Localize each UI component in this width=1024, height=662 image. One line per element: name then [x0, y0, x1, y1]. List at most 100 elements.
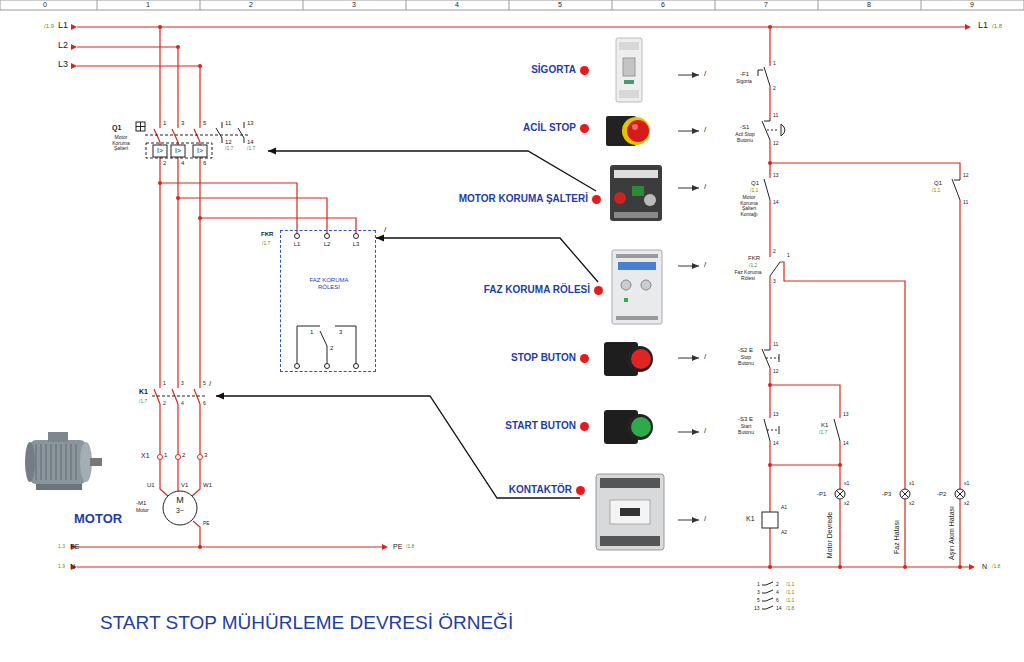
contact-symbols [779, 354, 780, 434]
red-dot [576, 486, 585, 495]
label-text: 9 [970, 1, 974, 9]
label-text: -P2 [937, 491, 946, 498]
label-text: Faz Koruma Rölesi [734, 270, 762, 281]
label-text: /1.9 [44, 23, 54, 30]
power-wires [77, 27, 969, 567]
emergency-stop-photo [632, 124, 638, 130]
component-label: KONTAKTÖR [507, 482, 588, 498]
node-heading: K1 [139, 388, 148, 396]
relay-box: FKRFAZ KORUMA RÖLESİ [280, 230, 376, 372]
contact-symbols [952, 178, 960, 200]
emergency-stop-photo [606, 116, 650, 146]
leader-arrows [678, 75, 699, 76]
label-text: /1.1 [932, 188, 940, 194]
contact-symbols [354, 234, 359, 239]
junction-dots [768, 161, 772, 165]
label-text: 1 [146, 1, 150, 9]
label-text: 14 [773, 441, 779, 447]
motor-breaker-photo [610, 165, 662, 221]
contact-symbols [770, 262, 780, 276]
label-text: 14 [773, 200, 779, 206]
component-name: ACİL STOP [523, 122, 576, 134]
label-text: U1 [147, 482, 155, 489]
stop-button-photo [627, 346, 653, 372]
contact-symbols [176, 455, 181, 460]
label-text: 0 [43, 1, 47, 9]
phase-relay-photo [641, 280, 651, 290]
label-text: 2 [330, 345, 333, 352]
breaker-photo [623, 58, 635, 76]
power-wires [192, 66, 200, 496]
label-text: /1.8 [786, 606, 794, 612]
label-text: / [704, 183, 706, 192]
connector-arrow [216, 396, 580, 498]
start-button-photo [604, 410, 653, 444]
label-text: 13 [754, 606, 760, 612]
label-text: Motor Koruma Şalteri Kontağı [736, 195, 762, 217]
label-text: /1.2 [749, 263, 757, 269]
label-text: W1 [203, 482, 212, 489]
junction-dots [158, 25, 162, 29]
junction-dots [903, 565, 907, 569]
motor-breaker-photo [614, 212, 658, 218]
emergency-stop-photo [622, 117, 650, 145]
leader-arrows [678, 266, 699, 267]
label-text: 5 [558, 1, 562, 9]
contact-symbols [171, 145, 185, 157]
motor-breaker-photo [632, 186, 644, 196]
motor-breaker-photo [610, 165, 662, 221]
label-text: 3 [773, 279, 776, 285]
label-text: 3 [204, 452, 207, 459]
label-text: A1 [781, 505, 787, 511]
label-text: 4 [181, 401, 184, 407]
label-text: /1.1 [786, 582, 794, 588]
stop-button-photo [604, 342, 653, 376]
label-text: 13 [773, 412, 779, 418]
label-text: x1 [909, 481, 914, 487]
breaker-symbol: Q1Motor Koruma Şalteri [106, 118, 268, 168]
wire-arrowheads [382, 24, 975, 570]
label-text: 6 [203, 160, 206, 167]
label-text: 14 [776, 606, 782, 612]
label-text: 4 [455, 1, 459, 9]
label-text: MOTOR [74, 512, 122, 526]
contact-symbols [781, 124, 785, 136]
power-wires [193, 521, 200, 547]
component-name: MOTOR KORUMA ŞALTERİ [459, 193, 588, 205]
label-text: 4 [776, 590, 779, 596]
contact-symbols [154, 129, 200, 404]
label-text: X1 [141, 452, 150, 460]
contactor-photo [596, 474, 664, 550]
junction-dots [768, 565, 772, 569]
label-text: N [70, 563, 75, 571]
label-text: 13 [247, 120, 254, 127]
ruler-bar [0, 0, 1024, 10]
label-text: 1 [787, 253, 790, 259]
ruler-bar [0, 0, 1024, 10]
label-text: L3 [58, 60, 68, 70]
component-label: STOP BUTON [509, 350, 592, 366]
label-text: /1.7 [262, 241, 270, 247]
component-label: ACİL STOP [521, 120, 592, 136]
label-text: Q1 [934, 180, 942, 187]
power-wires [160, 183, 356, 234]
label-text: PE [203, 521, 210, 527]
red-dot [580, 66, 589, 75]
node-heading: Q1 [112, 124, 121, 132]
label-text: 6 [776, 598, 779, 604]
wire-arrowheads [71, 24, 975, 570]
label-text: 2 [249, 1, 253, 9]
contact-symbols [762, 118, 770, 140]
label-text: M [176, 496, 184, 506]
contact-symbols [837, 491, 964, 498]
node-text: FAZ KORUMA RÖLESİ [299, 277, 359, 290]
label-text: x2 [844, 501, 849, 507]
label-text: 11 [225, 120, 231, 127]
label-text: Motor Devrede [826, 512, 834, 558]
power-wires [77, 27, 969, 567]
label-text: x1 [844, 481, 849, 487]
junction-dots [158, 25, 962, 569]
